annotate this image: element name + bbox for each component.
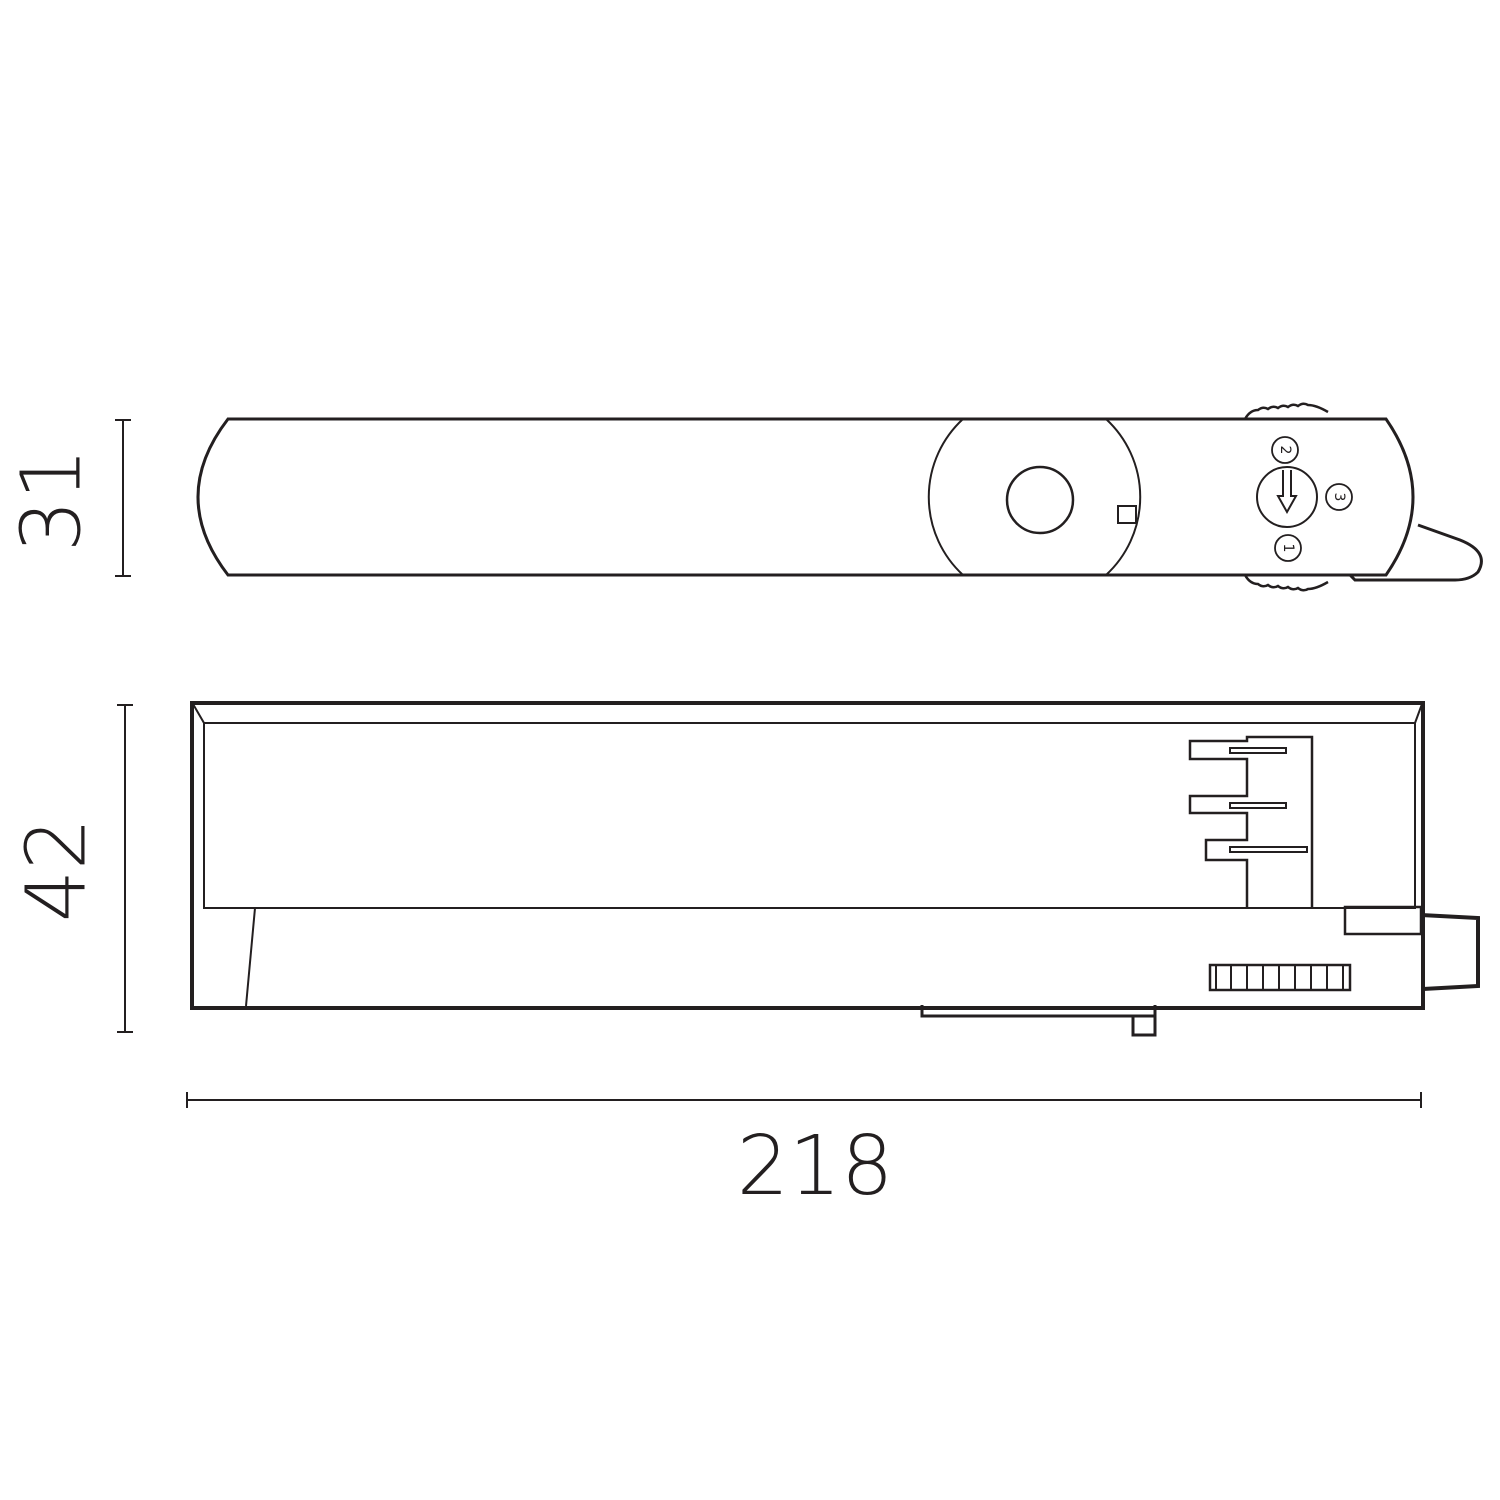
dial-position-2: 2 [1271,436,1299,464]
dimension-length: 218 [186,1092,1422,1214]
center-hole [1005,465,1075,535]
dimension-height-side: 42 [10,704,133,1033]
svg-text:42: 42 [10,818,105,922]
arrow-down-icon [1276,470,1298,515]
dial-position-3: 3 [1325,483,1353,511]
svg-text:3: 3 [1331,493,1347,502]
dimension-height-top: 31 [5,419,131,577]
svg-text:218: 218 [737,1119,894,1214]
vent-grille [1208,963,1352,992]
release-lever [1348,523,1483,582]
contact-slot [1229,846,1308,853]
knurled-wheel-bottom [1243,574,1329,592]
top-view: 2 3 1 [196,402,1483,592]
knurled-wheel-top [1243,402,1329,420]
latch-slot [1343,905,1423,936]
contact-slot [1229,802,1287,809]
svg-text:2: 2 [1277,446,1293,455]
side-view [190,701,1480,1037]
dial-position-1: 1 [1274,534,1302,562]
contact-slot [1229,747,1287,754]
svg-text:1: 1 [1280,544,1296,553]
small-notch [1117,505,1137,524]
top-view-body [196,417,1415,577]
bottom-clip [920,1005,1157,1037]
large-disc [927,418,1142,576]
side-view-body [190,701,1425,1010]
contact-block [1188,735,1314,907]
selector-dial[interactable] [1256,466,1318,528]
inner-panel [203,722,1416,909]
latch-tab [1420,913,1480,991]
svg-text:31: 31 [5,448,100,552]
edge-lines [192,703,1423,1007]
